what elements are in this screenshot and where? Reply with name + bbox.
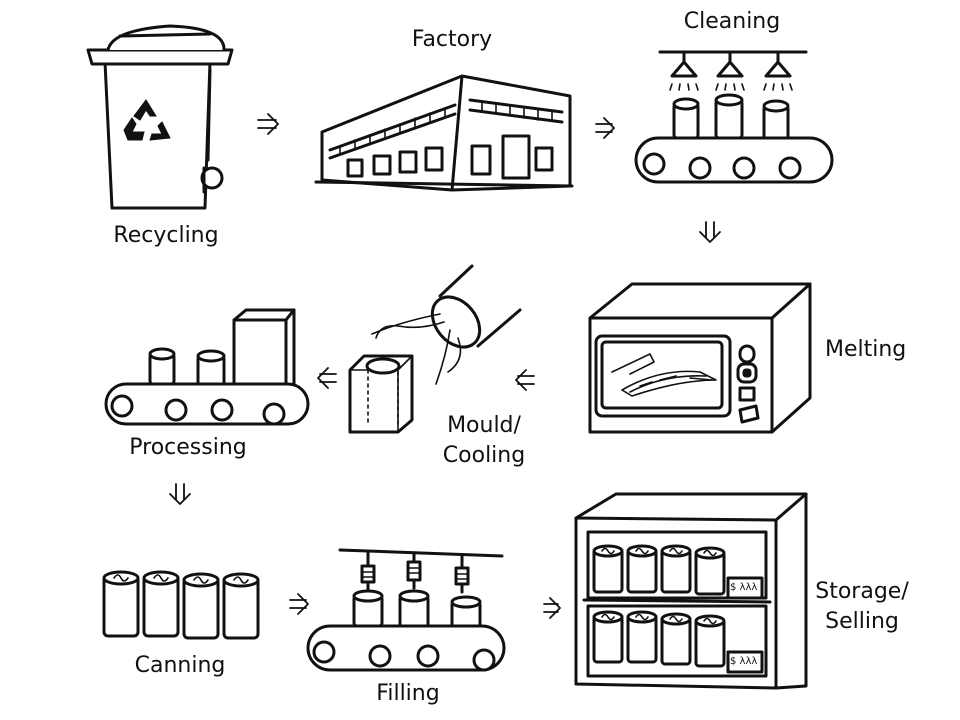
arrow-processing-to-canning xyxy=(169,483,191,505)
recycle-symbol-icon xyxy=(123,99,171,141)
mould-cooling-illustration xyxy=(348,264,522,434)
arrow-filling-to-storage xyxy=(543,597,561,619)
shelf-top-cans xyxy=(592,544,726,596)
storage-shelf-illustration xyxy=(574,492,808,690)
recycling-bin-illustration xyxy=(86,24,234,210)
arrow-recycling-to-factory xyxy=(257,113,279,135)
label-mould-line1: Mould/ xyxy=(447,413,521,438)
price-tag-top xyxy=(726,576,764,600)
cleaning-illustration xyxy=(634,50,834,184)
label-factory: Factory xyxy=(411,27,493,52)
label-storage-line1: Storage/ xyxy=(815,579,909,604)
arrow-mould-to-processing xyxy=(317,367,337,389)
arrow-melting-to-mould xyxy=(515,369,535,391)
factory-illustration xyxy=(314,74,574,192)
label-processing: Processing xyxy=(129,435,247,460)
arrow-factory-to-cleaning xyxy=(595,117,615,139)
price-tag-text-bottom: $ λλλ xyxy=(730,656,758,667)
label-filling: Filling xyxy=(376,681,440,706)
melting-oven-illustration xyxy=(588,282,812,434)
label-mould-line2: Cooling xyxy=(442,443,526,468)
label-storage-line2: Selling xyxy=(825,609,899,634)
label-melting: Melting xyxy=(825,337,907,362)
processing-illustration xyxy=(104,308,310,426)
arrow-cleaning-to-melting xyxy=(699,221,721,243)
price-tag-bottom xyxy=(726,650,764,674)
price-tag-text-top: $ λλλ xyxy=(730,582,758,593)
label-recycling: Recycling xyxy=(113,223,219,248)
filling-illustration xyxy=(306,548,506,672)
arrow-canning-to-filling xyxy=(289,593,309,615)
shelf-bottom-cans xyxy=(592,610,726,668)
canning-illustration xyxy=(102,570,260,640)
label-canning: Canning xyxy=(134,653,226,678)
label-cleaning: Cleaning xyxy=(683,9,781,34)
